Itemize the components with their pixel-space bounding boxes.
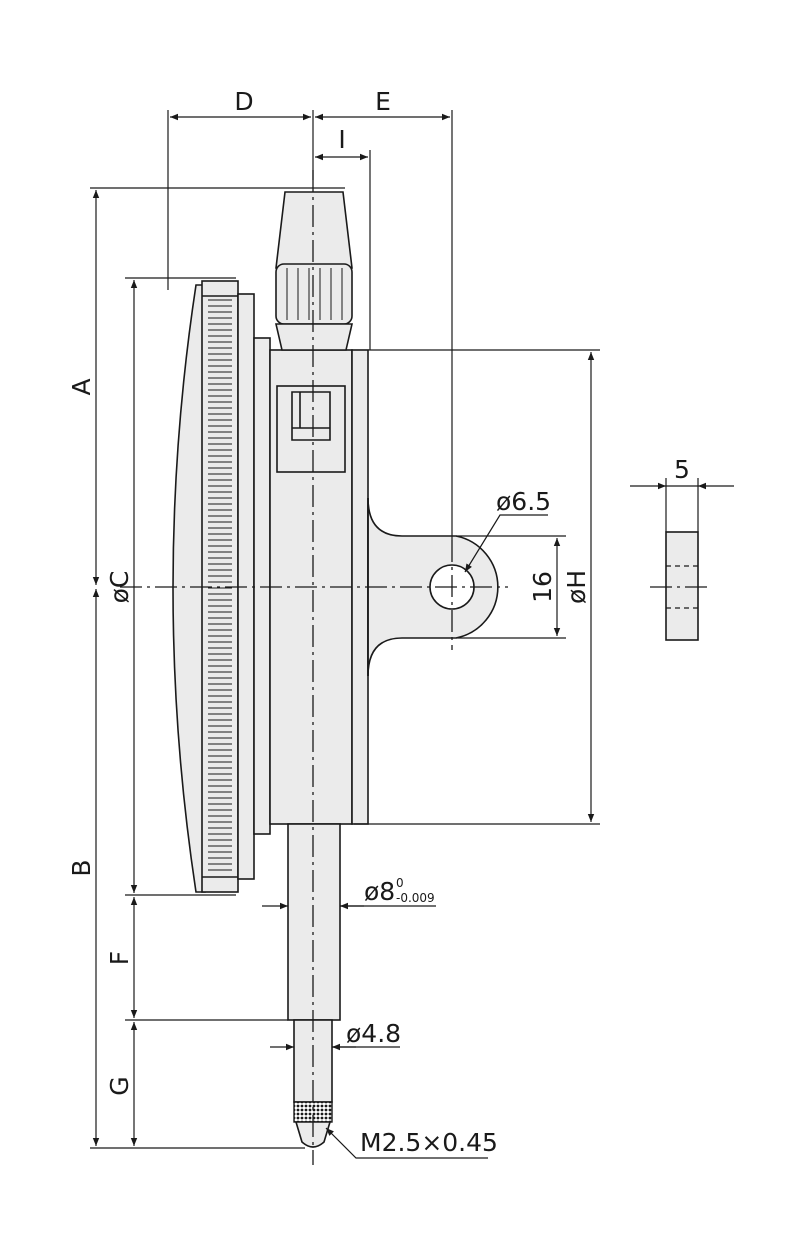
stem	[287, 823, 341, 1021]
case-back	[253, 337, 271, 835]
label-stem-tol-lower: -0.009	[396, 891, 435, 905]
lug-side-view	[630, 478, 734, 641]
leader-thread	[325, 1127, 488, 1159]
label-c: øC	[105, 571, 134, 604]
label-i: I	[338, 125, 345, 154]
label-b: B	[67, 859, 96, 876]
bezel-knurling	[208, 299, 232, 871]
cap-knurling	[275, 263, 353, 325]
top-cap	[275, 191, 353, 269]
center-lines	[120, 170, 508, 1165]
label-g: G	[105, 1076, 134, 1095]
label-spindle-diameter: ø4.8	[346, 1019, 401, 1048]
label-f: F	[105, 951, 134, 965]
label-h: øH	[562, 570, 591, 604]
indicator-body	[172, 191, 499, 1148]
dimension-lines	[92, 113, 595, 1159]
label-d: D	[234, 87, 253, 116]
label-thread: M2.5×0.45	[360, 1128, 498, 1157]
extension-lines	[90, 110, 600, 1149]
lug-side-profile	[665, 531, 699, 641]
label-lug-height: 16	[528, 571, 557, 603]
crystal-face	[172, 284, 206, 893]
callout-labels: ø6.5 16 5 ø8 0 -0.009 ø4.8 M2.5×0.45	[346, 455, 690, 1157]
label-a: A	[67, 378, 96, 395]
leader-lug-hole	[464, 514, 548, 573]
label-stem-tol-upper: 0	[396, 876, 404, 890]
label-e: E	[375, 87, 391, 116]
label-stem-diameter: ø8	[364, 877, 395, 906]
clamp-window	[276, 385, 346, 473]
label-lug-thickness: 5	[674, 455, 690, 484]
label-lug-hole: ø6.5	[496, 487, 551, 516]
dimension-labels: D E I A B øC F G øH	[67, 87, 591, 1096]
